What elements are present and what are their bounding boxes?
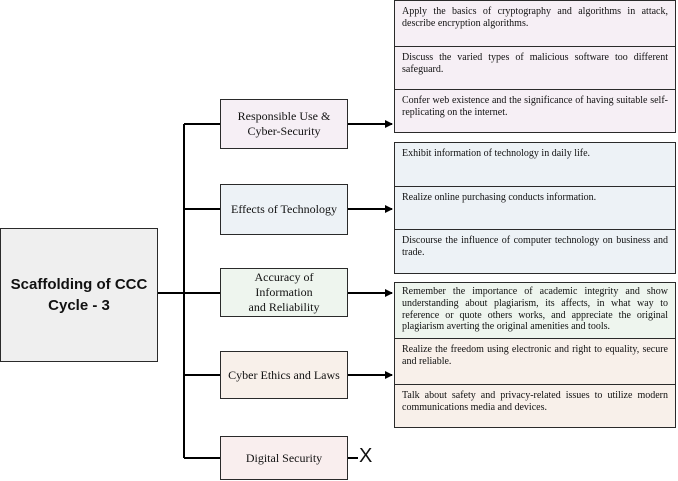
category-label: and Reliability — [248, 300, 320, 314]
root-title: Scaffolding of CCC — [10, 276, 148, 293]
none-marker: X — [359, 445, 373, 467]
detail-item: Discourse the influence of computer tech… — [394, 229, 676, 274]
detail-item: Realize online purchasing conducts infor… — [394, 186, 676, 230]
root-node: Scaffolding of CCC Cycle - 3 — [0, 228, 158, 362]
category-cyber-ethics: Cyber Ethics and Laws — [220, 351, 348, 399]
category-label: Accuracy of Information — [254, 270, 314, 299]
category-label: Cyber-Security — [247, 124, 321, 138]
detail-item: Discuss the varied types of malicious so… — [394, 46, 676, 90]
detail-item: Confer web existence and the significanc… — [394, 89, 676, 133]
category-label: Effects of Technology — [230, 202, 338, 216]
detail-item: Remember the importance of academic inte… — [394, 282, 676, 349]
detail-item: Apply the basics of cryptography and alg… — [394, 0, 676, 47]
category-responsible-use: Responsible Use & Cyber-Security — [220, 99, 348, 149]
category-label: Digital Security — [245, 450, 323, 465]
root-subtitle: Cycle - 3 — [48, 297, 110, 314]
detail-item: Exhibit information of technology in dai… — [394, 142, 676, 187]
category-label: Cyber Ethics and Laws — [228, 367, 340, 382]
detail-item: Realize the freedom using electronic and… — [394, 338, 676, 385]
category-effects-of-technology: Effects of Technology — [220, 184, 348, 235]
detail-item: Talk about safety and privacy-related is… — [394, 384, 676, 428]
category-accuracy-of-information: Accuracy of Information and Reliability — [220, 268, 348, 317]
category-label: Responsible Use & — [237, 109, 331, 123]
category-digital-security: Digital Security — [220, 436, 348, 480]
